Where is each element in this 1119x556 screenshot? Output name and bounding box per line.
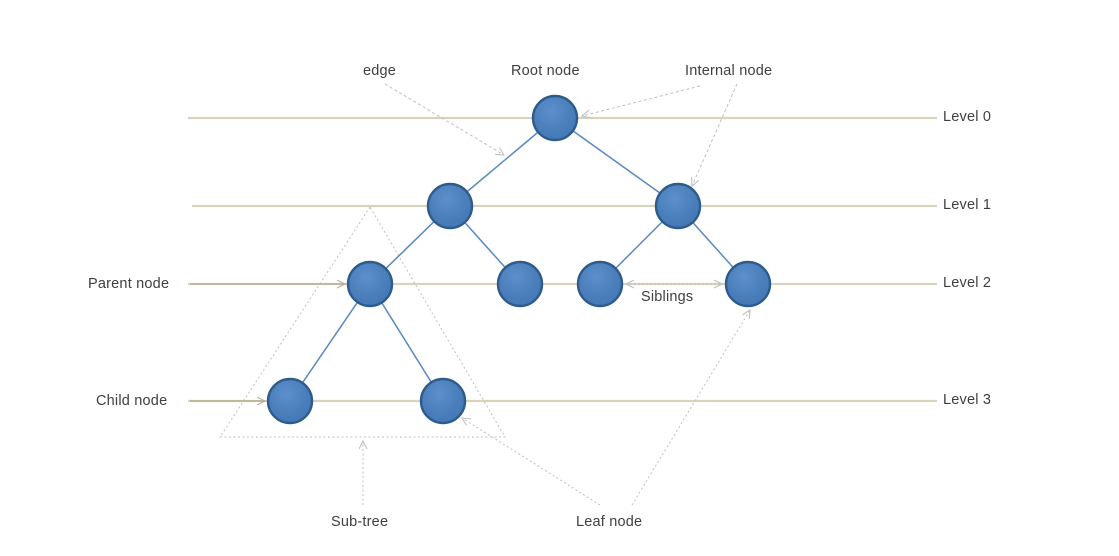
tree-edge-root-to-n1-right <box>571 129 662 195</box>
level-label-2: Level 2 <box>943 275 992 291</box>
leader-leaf-node-right <box>631 310 750 506</box>
level-label-1: Level 1 <box>943 197 992 213</box>
annotation-label-leaf-node: Leaf node <box>576 514 643 530</box>
leader-edge <box>384 83 504 155</box>
leaf-node-b <box>496 260 544 308</box>
tree-edge-n1-left-to-n2-b <box>463 221 507 269</box>
internal-node-right <box>654 182 702 230</box>
level-lines-group <box>188 116 937 403</box>
level-label-0: Level 0 <box>943 109 992 125</box>
leaf-node-right <box>419 377 467 425</box>
tree-edge-root-to-n1-left <box>465 130 540 194</box>
annotation-label-parent-node: Parent node <box>88 276 170 292</box>
annotation-leader-lines-group <box>190 83 750 506</box>
leader-root-node <box>582 85 701 116</box>
annotation-label-internal-node: Internal node <box>685 63 773 79</box>
tree-edge-n2-a-to-n3-right <box>380 301 433 384</box>
leader-leaf-node-left <box>462 418 601 506</box>
tree-edges-group <box>301 129 735 385</box>
leader-internal-node <box>692 83 738 186</box>
annotation-label-child-node: Child node <box>96 393 168 409</box>
tree-edge-n1-right-to-n2-c <box>614 220 664 270</box>
tree-nodes-group <box>266 94 772 425</box>
annotation-label-root-node: Root node <box>511 63 580 79</box>
tree-edge-n1-right-to-n2-d <box>691 221 735 269</box>
parent-node <box>346 260 394 308</box>
root-node <box>531 94 579 142</box>
tree-edge-n1-left-to-n2-a <box>384 220 436 270</box>
internal-node-left <box>426 182 474 230</box>
child-node-left <box>266 377 314 425</box>
tree-edge-n2-a-to-n3-left <box>301 300 359 385</box>
annotation-label-siblings: Siblings <box>641 289 694 305</box>
level-label-3: Level 3 <box>943 392 992 408</box>
sibling-node-right <box>724 260 772 308</box>
annotation-label-edge: edge <box>363 63 397 79</box>
annotation-label-sub-tree: Sub-tree <box>331 514 389 530</box>
sibling-node-left <box>576 260 624 308</box>
